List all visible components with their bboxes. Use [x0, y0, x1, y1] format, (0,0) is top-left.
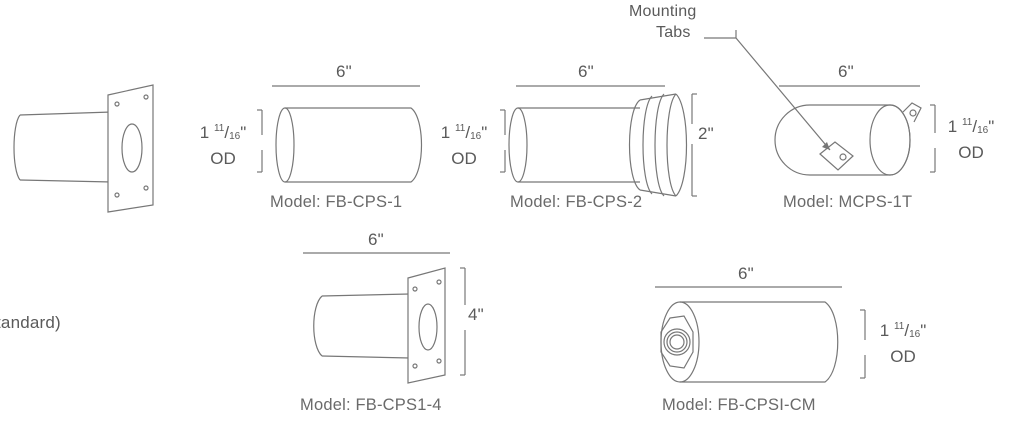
od-text: OD: [210, 149, 236, 168]
od-denominator: 16: [909, 329, 921, 340]
length-dimension-cps14: 6": [368, 230, 384, 249]
od-numerator: 11: [893, 321, 905, 332]
callout-mounting: Mounting: [629, 3, 697, 20]
model-label-mcps: Model: MCPS-1T: [783, 193, 913, 211]
model-label-cps2: Model: FB-CPS-2: [510, 193, 643, 211]
four-inch-dimension: 4": [468, 305, 484, 324]
mounting-tabs-callout: [704, 30, 831, 151]
od-suffix: ": [240, 123, 247, 142]
pipe-fb-cps-2: [500, 85, 697, 197]
pipe-fb-cpsi-cm: [655, 286, 866, 383]
od-suffix: ": [920, 321, 927, 340]
flanged-pipe-fb-cps1-4: [303, 252, 466, 384]
od-label-cps1: 1 11/16" OD: [199, 123, 247, 168]
od-label-cps2: 1 11/16" OD: [440, 123, 488, 168]
od-denominator: 16: [977, 125, 989, 136]
length-dimension-cps1: 6": [336, 62, 352, 81]
length-dimension-cps2: 6": [578, 62, 594, 81]
od-label-cpsicm: 1 11/16" OD: [879, 321, 927, 366]
od-numerator: 11: [961, 117, 973, 128]
od-suffix: ": [988, 117, 995, 136]
callout-tabs: Tabs: [656, 24, 691, 41]
flanged-pipe-left: [13, 84, 154, 213]
partial-label-text: tandard): [0, 313, 61, 332]
od-denominator: 16: [470, 131, 482, 142]
od-suffix: ": [481, 123, 488, 142]
od-whole: 1: [199, 123, 210, 142]
od-text: OD: [451, 149, 477, 168]
model-label-cps14: Model: FB-CPS1-4: [300, 396, 442, 414]
length-dimension-cpsicm: 6": [738, 264, 754, 283]
model-label-cps1: Model: FB-CPS-1: [270, 193, 403, 211]
od-numerator: 11: [213, 123, 225, 134]
od-whole: 1: [879, 321, 890, 340]
two-inch-dimension: 2": [698, 124, 714, 143]
od-label-mcps: 1 11/16" OD: [947, 117, 995, 162]
od-text: OD: [890, 347, 916, 366]
od-denominator: 16: [229, 131, 241, 142]
od-whole: 1: [947, 117, 958, 136]
length-dimension-mcps: 6": [838, 62, 854, 81]
pipe-fb-cps-1: [257, 85, 423, 183]
model-label-cpsicm: Model: FB-CPSI-CM: [662, 396, 816, 414]
pipe-mcps-1t: [774, 85, 936, 176]
od-text: OD: [958, 143, 984, 162]
od-numerator: 11: [454, 123, 466, 134]
od-whole: 1: [440, 123, 451, 142]
